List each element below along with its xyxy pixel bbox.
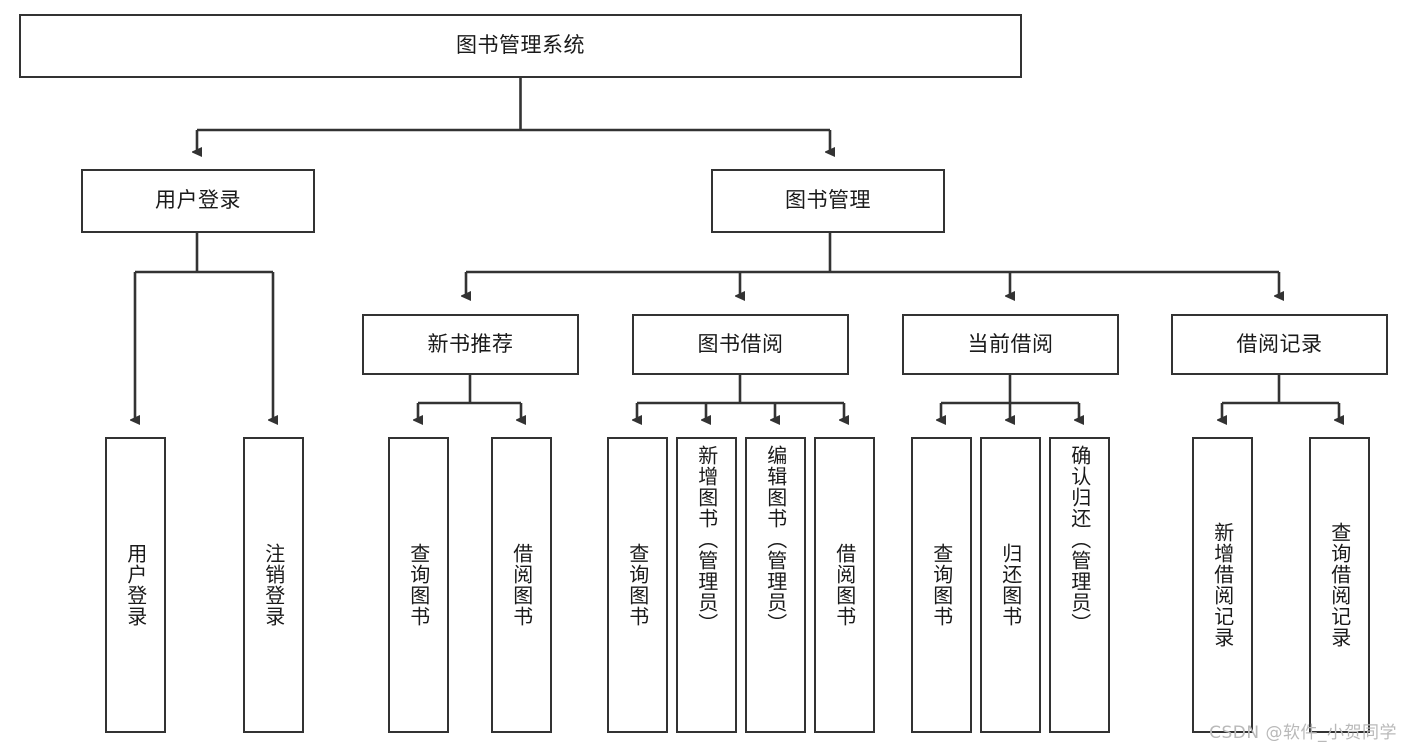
leaf-edit-book-label: 编辑图书（管理员） bbox=[763, 445, 788, 634]
leaf-add-book-label: 新增图书（管理员） bbox=[694, 445, 719, 634]
leaf-add-record[interactable]: 新增借阅记录 bbox=[1192, 437, 1253, 733]
leaf-query-book-1[interactable]: 查询图书 bbox=[388, 437, 449, 733]
watermark: CSDN @软件_小贺同学 bbox=[1209, 723, 1397, 743]
node-current-borrow-label: 当前借阅 bbox=[967, 331, 1054, 356]
leaf-user-login[interactable]: 用户登录 bbox=[105, 437, 166, 733]
node-new-book-recommend[interactable]: 新书推荐 bbox=[362, 314, 579, 375]
leaf-query-record-label: 查询借阅记录 bbox=[1327, 522, 1352, 648]
leaf-confirm-return[interactable]: 确认归还（管理员） bbox=[1049, 437, 1110, 733]
node-book-borrow[interactable]: 图书借阅 bbox=[632, 314, 849, 375]
leaf-add-book[interactable]: 新增图书（管理员） bbox=[676, 437, 737, 733]
leaf-confirm-return-label: 确认归还（管理员） bbox=[1067, 445, 1092, 634]
node-user-login-label: 用户登录 bbox=[155, 188, 241, 213]
leaf-return-book-label: 归还图书 bbox=[998, 543, 1023, 627]
node-new-book-recommend-label: 新书推荐 bbox=[427, 331, 514, 356]
leaf-borrow-book-1[interactable]: 借阅图书 bbox=[491, 437, 552, 733]
leaf-borrow-book-2[interactable]: 借阅图书 bbox=[814, 437, 875, 733]
leaf-query-book-1-label: 查询图书 bbox=[406, 543, 431, 627]
leaf-query-book-3-label: 查询图书 bbox=[929, 543, 954, 627]
leaf-return-book[interactable]: 归还图书 bbox=[980, 437, 1041, 733]
leaf-query-book-2-label: 查询图书 bbox=[625, 543, 650, 627]
leaf-logout-login[interactable]: 注销登录 bbox=[243, 437, 304, 733]
node-root-label: 图书管理系统 bbox=[456, 33, 585, 58]
node-borrow-record-label: 借阅记录 bbox=[1236, 331, 1323, 356]
leaf-user-login-label: 用户登录 bbox=[123, 543, 148, 627]
leaf-query-book-2[interactable]: 查询图书 bbox=[607, 437, 668, 733]
node-book-management[interactable]: 图书管理 bbox=[711, 169, 945, 233]
node-current-borrow[interactable]: 当前借阅 bbox=[902, 314, 1119, 375]
leaf-edit-book[interactable]: 编辑图书（管理员） bbox=[745, 437, 806, 733]
leaf-query-book-3[interactable]: 查询图书 bbox=[911, 437, 972, 733]
leaf-borrow-book-2-label: 借阅图书 bbox=[832, 543, 857, 627]
node-book-management-label: 图书管理 bbox=[785, 188, 871, 213]
node-book-borrow-label: 图书借阅 bbox=[697, 331, 784, 356]
leaf-add-record-label: 新增借阅记录 bbox=[1210, 522, 1235, 648]
leaf-logout-login-label: 注销登录 bbox=[261, 543, 286, 627]
node-user-login[interactable]: 用户登录 bbox=[81, 169, 315, 233]
leaf-query-record[interactable]: 查询借阅记录 bbox=[1309, 437, 1370, 733]
node-root[interactable]: 图书管理系统 bbox=[19, 14, 1022, 78]
node-borrow-record[interactable]: 借阅记录 bbox=[1171, 314, 1388, 375]
leaf-borrow-book-1-label: 借阅图书 bbox=[509, 543, 534, 627]
